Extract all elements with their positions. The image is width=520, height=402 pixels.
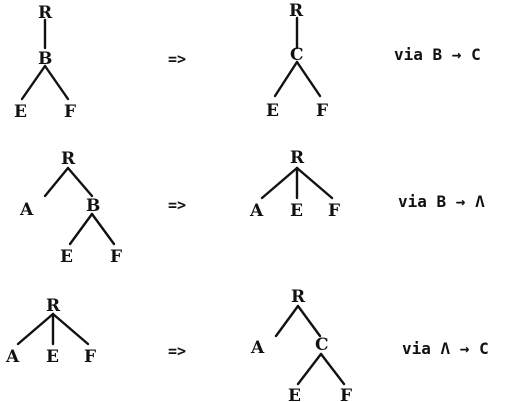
row-2-before-tree: R A B E F — [19, 149, 122, 267]
rule-label: via B → C — [394, 45, 481, 64]
node-label: E — [288, 386, 301, 402]
node-label: F — [316, 101, 328, 121]
edge — [43, 64, 70, 101]
rule-label: via Λ → C — [402, 339, 489, 358]
row-2-after-tree: R A E F — [249, 148, 340, 221]
edge — [68, 212, 94, 246]
implies-arrow: => — [168, 196, 186, 214]
node-label: A — [19, 200, 34, 220]
node-label: F — [328, 201, 340, 221]
rule-label: via B → Λ — [398, 192, 485, 211]
node-label: E — [60, 247, 73, 267]
row-2: R A B E F => R A E F via B → Λ — [19, 148, 485, 267]
node-label: R — [291, 287, 306, 307]
node-label: A — [249, 201, 264, 221]
node-label: E — [266, 101, 279, 121]
node-label: B — [38, 49, 52, 69]
edge — [20, 64, 47, 101]
node-label: F — [110, 247, 122, 267]
row-3: R A E F => R A C E F via Λ → C — [5, 287, 489, 402]
node-label: R — [289, 1, 304, 21]
edge — [296, 304, 322, 338]
row-1-before-tree: R B E F — [14, 3, 76, 122]
node-label: C — [315, 335, 329, 355]
edge — [274, 304, 300, 338]
edge — [260, 166, 299, 200]
node-label: E — [290, 201, 303, 221]
implies-arrow: => — [168, 342, 186, 360]
row-3-after-tree: R A C E F — [250, 287, 352, 402]
node-label: B — [86, 196, 100, 216]
node-label: E — [46, 347, 59, 367]
edge — [295, 60, 322, 98]
edge — [43, 166, 70, 198]
row-1-after-tree: R C E F — [266, 1, 328, 121]
node-label: E — [14, 102, 27, 122]
node-label: F — [64, 102, 76, 122]
implies-arrow: => — [168, 50, 186, 68]
edge — [16, 312, 55, 346]
node-label: C — [290, 45, 304, 65]
node-label: F — [340, 386, 352, 402]
edge — [273, 60, 299, 98]
node-label: A — [5, 347, 20, 367]
node-label: R — [46, 296, 61, 316]
row-1: R B E F => R C E F via B → C — [14, 1, 481, 122]
node-label: R — [290, 148, 305, 168]
node-label: R — [61, 149, 76, 169]
edge — [51, 312, 90, 346]
edge — [296, 352, 323, 386]
row-3-before-tree: R A E F — [5, 296, 96, 367]
node-label: A — [250, 338, 265, 358]
node-label: R — [38, 3, 53, 23]
edge — [319, 352, 346, 386]
edge — [90, 212, 116, 246]
edge — [66, 166, 94, 198]
node-label: F — [84, 347, 96, 367]
edge — [295, 166, 334, 200]
